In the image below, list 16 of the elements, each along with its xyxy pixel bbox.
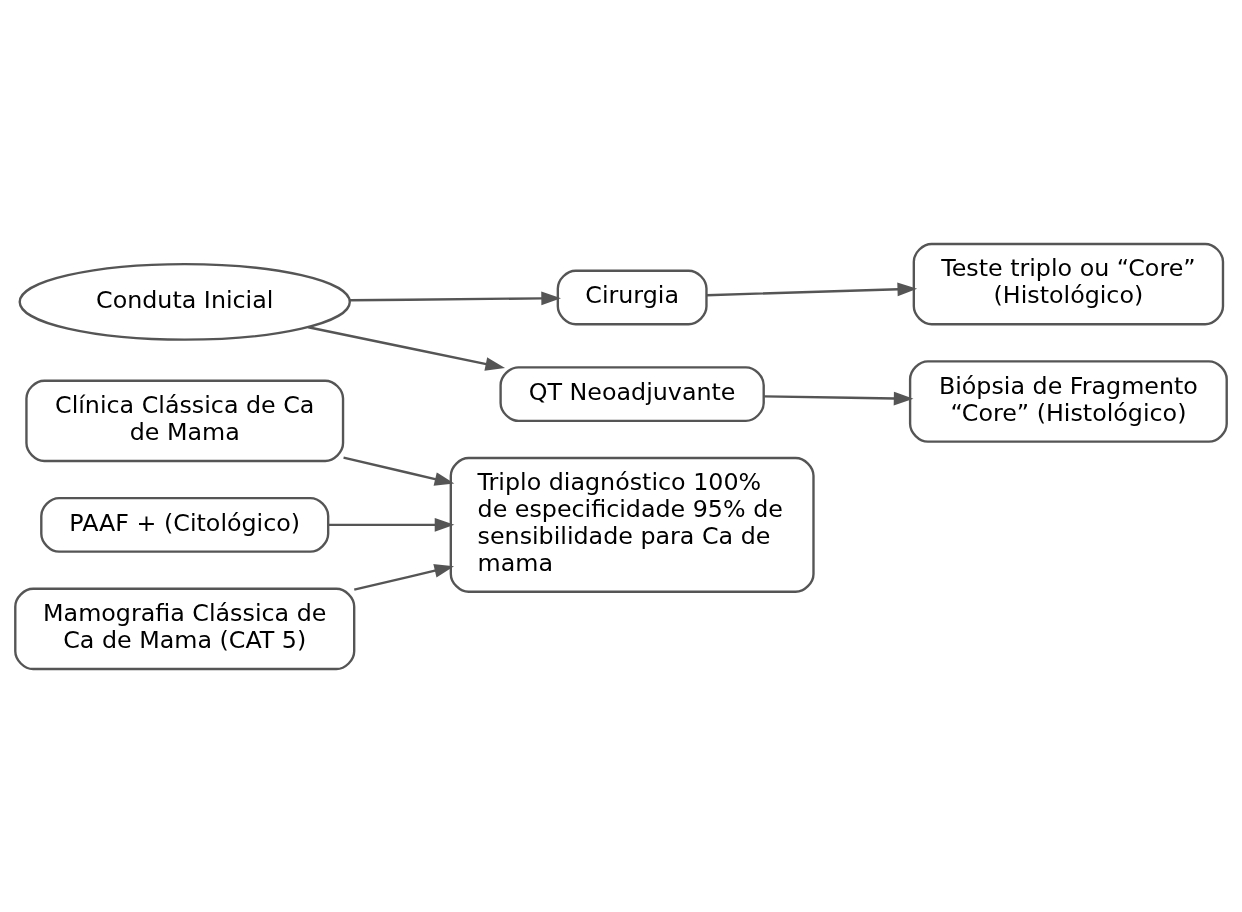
node-box: Teste triplo ou “Core” (Histológico) bbox=[912, 242, 1225, 325]
node-box: Clínica Clássica de Ca de Mama bbox=[25, 379, 345, 462]
arrow bbox=[349, 291, 561, 305]
arrow bbox=[706, 281, 918, 296]
arrow bbox=[343, 456, 455, 486]
node-box: Biópsia de Fragmento “Core” (Histológico) bbox=[908, 359, 1228, 443]
arrow bbox=[328, 517, 455, 532]
arrow bbox=[764, 391, 914, 405]
node-box: Triplo diagnóstico 100% de especificidade 95% de sensibilidade para Ca de mama bbox=[449, 456, 815, 593]
node-box: QT Neoadjuvante bbox=[499, 365, 765, 422]
arrow bbox=[308, 325, 506, 371]
node-box: Cirurgia bbox=[556, 269, 708, 325]
node-ellipse: Conduta Inicial bbox=[18, 262, 351, 341]
node-box: Mamografia Clássica de Ca de Mama (CAT 5) bbox=[14, 587, 356, 670]
node-box: PAAF + (Citológico) bbox=[40, 496, 330, 553]
arrow bbox=[354, 563, 455, 591]
